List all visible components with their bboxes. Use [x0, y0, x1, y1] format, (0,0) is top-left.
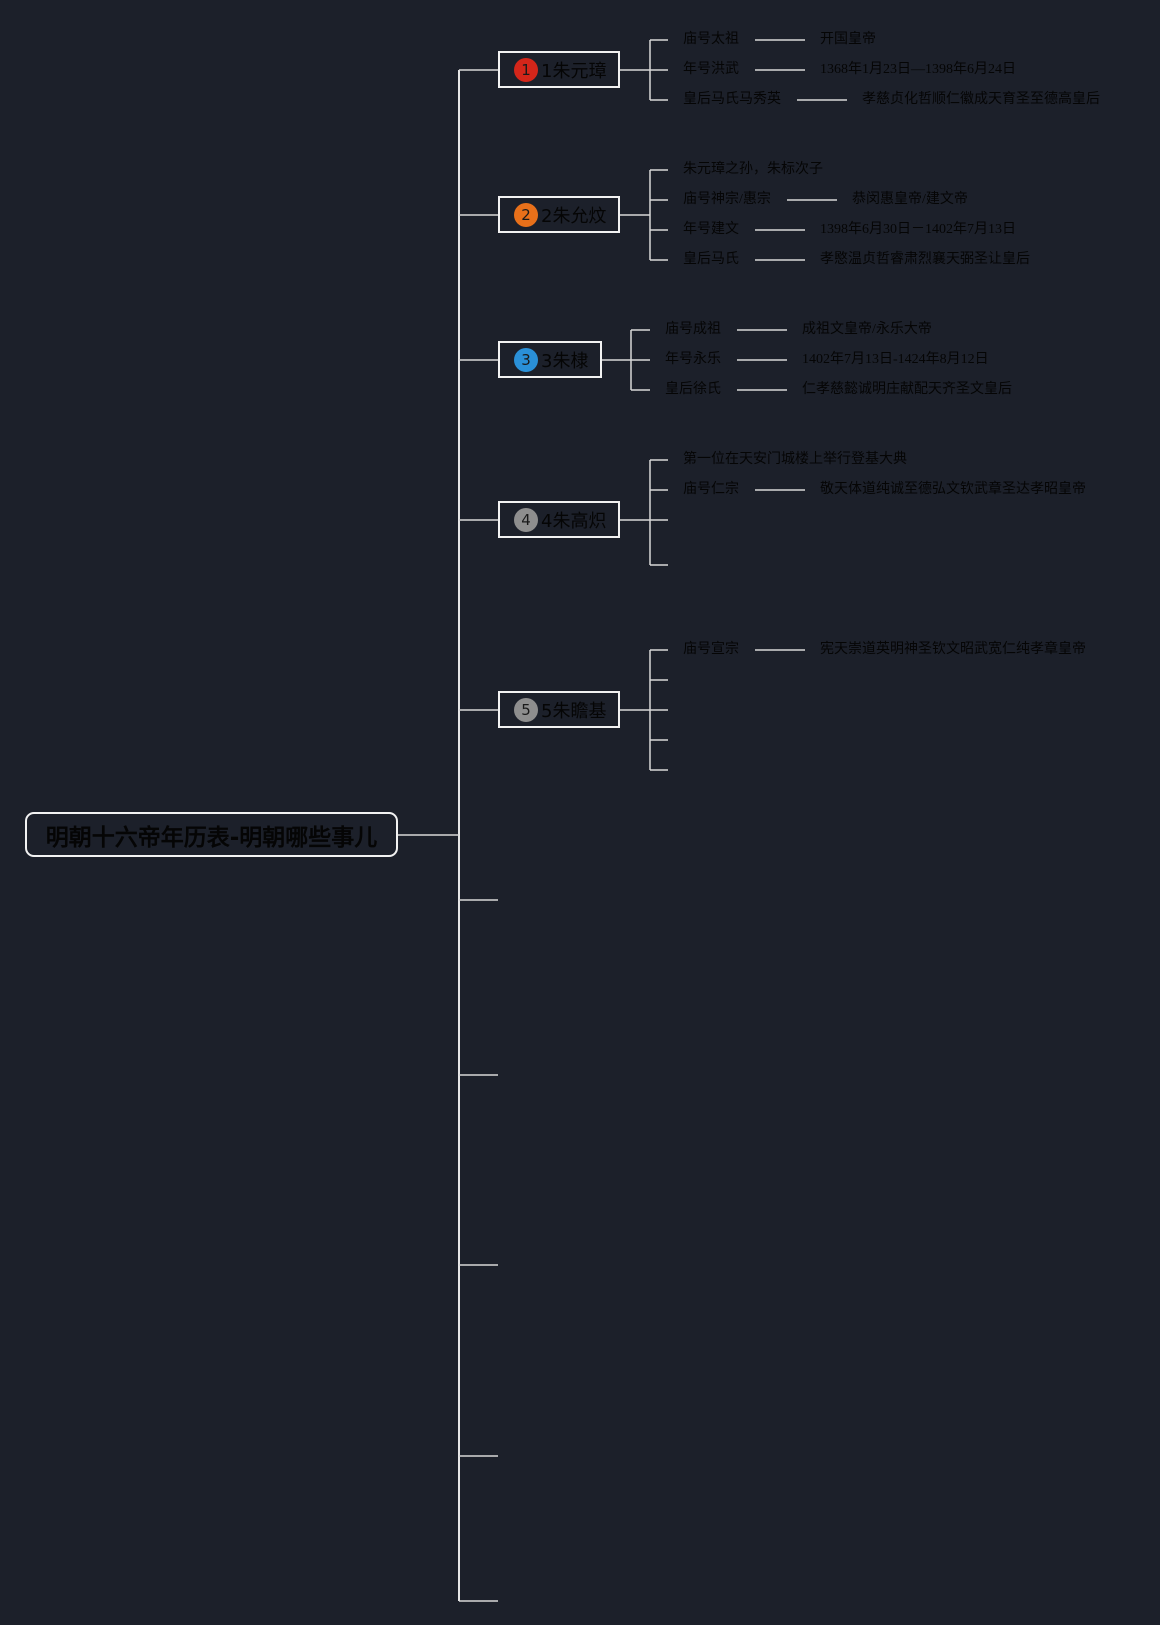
- emperor-node-3[interactable]: 3 3朱棣: [498, 341, 602, 378]
- detail-label: 庙号宣宗: [683, 642, 739, 657]
- detail-value: 孝慈贞化哲顺仁徽成天育圣至德高皇后: [862, 92, 1100, 107]
- detail-value: 1402年7月13日-1424年8月12日: [802, 352, 989, 367]
- emperor-node-5[interactable]: 5 5朱瞻基: [498, 691, 620, 728]
- detail-label: 皇后马氏: [683, 252, 739, 267]
- emperor-node-1[interactable]: 1 1朱元璋: [498, 51, 620, 88]
- detail-label: 年号永乐: [665, 352, 721, 367]
- detail-label: 皇后马氏马秀英: [683, 92, 781, 107]
- number-badge-icon: 3: [514, 347, 538, 372]
- detail-value: 成祖文皇帝/永乐大帝: [802, 322, 932, 337]
- emperor-name: 1朱元璋: [541, 60, 607, 82]
- detail-label: 庙号太祖: [683, 32, 739, 47]
- detail-value: 仁孝慈懿诚明庄献配天齐圣文皇后: [802, 382, 1012, 397]
- emperor-node-4[interactable]: 4 4朱高炽: [498, 501, 620, 538]
- detail-label: 皇后徐氏: [665, 382, 721, 397]
- number-badge-icon: 5: [514, 697, 538, 722]
- detail-value: 1398年6月30日－1402年7月13日: [820, 222, 1016, 237]
- number-badge-icon: 2: [514, 202, 538, 227]
- detail-value: 恭闵惠皇帝/建文帝: [852, 192, 968, 207]
- detail-label: 庙号成祖: [665, 322, 721, 337]
- detail-value: 1368年1月23日—1398年6月24日: [820, 62, 1016, 77]
- emperor-name: 3朱棣: [541, 350, 589, 372]
- detail-value: 开国皇帝: [820, 32, 876, 47]
- detail-value: 敬天体道纯诚至德弘文钦武章圣达孝昭皇帝: [820, 482, 1086, 497]
- detail-label: 第一位在天安门城楼上举行登基大典: [683, 452, 907, 467]
- emperor-name: 2朱允炆: [541, 205, 607, 227]
- detail-value: 孝愍温贞哲睿肃烈襄天弼圣让皇后: [820, 252, 1030, 267]
- number-badge-icon: 1: [514, 57, 538, 82]
- detail-label: 朱元璋之孙，朱标次子: [683, 162, 823, 177]
- emperor-node-2[interactable]: 2 2朱允炆: [498, 196, 620, 233]
- detail-label: 庙号仁宗: [683, 482, 739, 497]
- number-badge-icon: 4: [514, 507, 538, 532]
- detail-label: 庙号神宗/惠宗: [683, 192, 771, 207]
- emperor-name: 4朱高炽: [541, 510, 607, 532]
- root-title: 明朝十六帝年历表-明朝哪些事儿: [45, 824, 378, 851]
- root-topic[interactable]: 明朝十六帝年历表-明朝哪些事儿: [25, 812, 398, 857]
- detail-label: 年号建文: [683, 222, 739, 237]
- detail-value: 宪天崇道英明神圣钦文昭武宽仁纯孝章皇帝: [820, 642, 1086, 657]
- detail-label: 年号洪武: [683, 62, 739, 77]
- emperor-name: 5朱瞻基: [541, 700, 607, 722]
